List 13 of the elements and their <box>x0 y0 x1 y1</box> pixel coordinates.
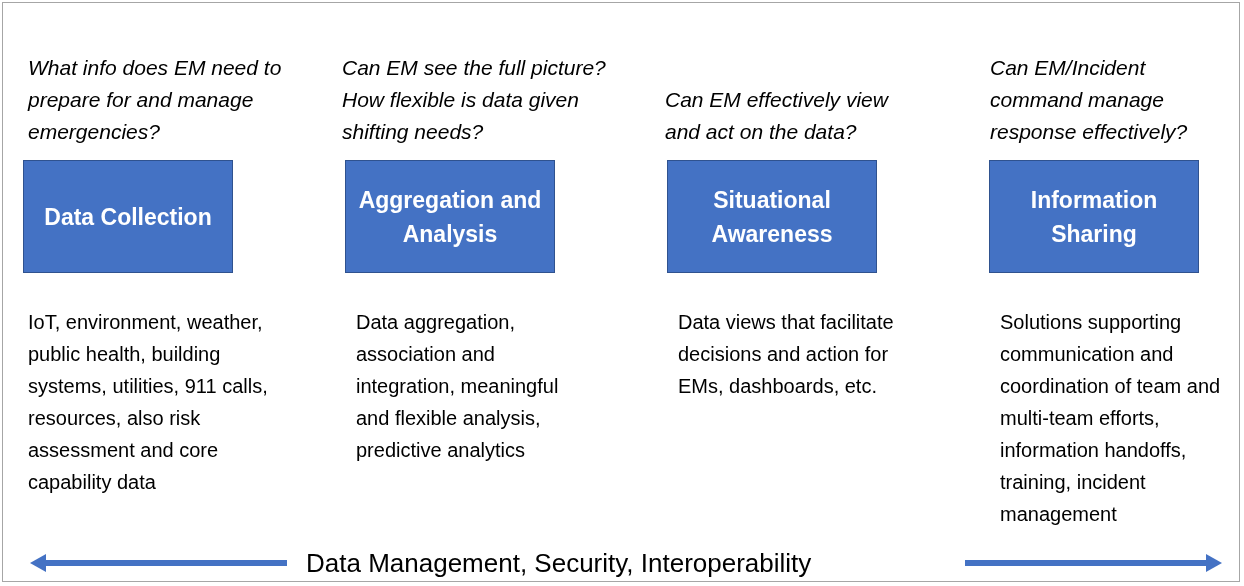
description-text: Data aggregation, association and integration, meaningful and flexible analysis, predictive analytics <box>356 310 560 463</box>
stage-box: Situational Awareness <box>667 160 877 273</box>
question-text: What info does EM need to prepare for and manage emergencies? <box>28 55 283 145</box>
stage-box: Information Sharing <box>989 160 1199 273</box>
question-text: Can EM effectively view and act on the data? <box>665 87 890 145</box>
question-text: Can EM see the full picture? How flexible is data given shifting needs? <box>342 55 607 145</box>
description-text: Solutions supporting communication and coordination of team and multi-team efforts, information handoffs, training, incident management <box>1000 310 1222 527</box>
stage-box: Data Collection <box>23 160 233 273</box>
description-text: Data views that facilitate decisions and action for EMs, dashboards, etc. <box>678 310 895 399</box>
stage-box: Aggregation and Analysis <box>345 160 555 273</box>
banner-text: Data Management, Security, Interoperability <box>306 547 812 580</box>
question-text: Can EM/Incident command manage response effectively? <box>990 55 1189 145</box>
description-text: IoT, environment, weather, public health, building systems, utilities, 911 calls, resources, also risk assessment and core capability data <box>28 310 269 495</box>
